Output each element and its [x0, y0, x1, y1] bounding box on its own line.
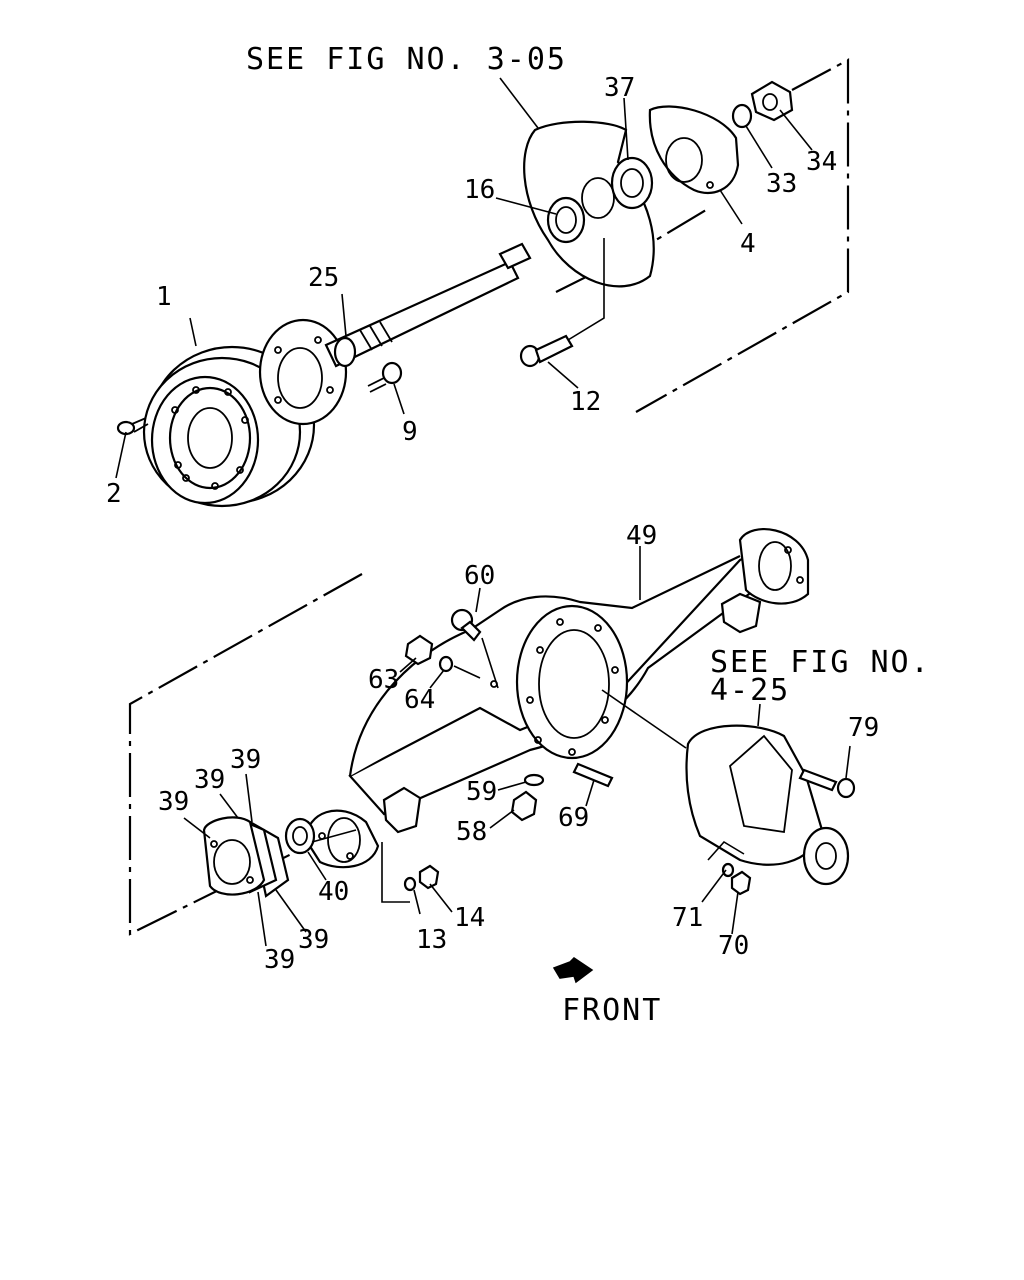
housing-stud — [572, 762, 614, 788]
lower-assembly-group — [128, 528, 856, 984]
housing-flange-right — [738, 528, 810, 605]
callout-13: 13 — [416, 925, 447, 955]
housing-flange-left — [304, 809, 380, 869]
differential-carrier — [685, 724, 850, 886]
washer — [438, 655, 454, 673]
housing-bolt — [404, 634, 434, 666]
front-label: FRONT — [562, 993, 662, 1028]
carrier-bolt — [798, 768, 856, 799]
spring-seat-left — [382, 786, 422, 834]
callout-14: 14 — [454, 903, 485, 933]
bearing-retainer — [648, 105, 740, 195]
callout-63: 63 — [368, 665, 399, 695]
callout-40: 40 — [318, 877, 349, 907]
oil-seal — [546, 196, 586, 244]
callout-34: 34 — [806, 147, 837, 177]
see-fig-3-05-label: SEE FIG NO. 3-05 — [246, 42, 567, 77]
callout-12: 12 — [570, 387, 601, 417]
callout-2: 2 — [106, 479, 122, 509]
carrier-washer — [721, 862, 735, 878]
axle-flange — [258, 318, 348, 426]
callout-71: 71 — [672, 903, 703, 933]
carrier-nut — [730, 870, 752, 896]
backing-plate-bolt — [519, 334, 574, 368]
axle-housing — [348, 538, 792, 816]
lower-leader-lines — [183, 546, 851, 947]
callout-39-c: 39 — [230, 745, 261, 775]
callout-1: 1 — [156, 282, 172, 312]
upper-leader-lines — [115, 77, 813, 479]
breather-plug — [450, 608, 482, 642]
callout-69: 69 — [558, 803, 589, 833]
spring-washer — [403, 876, 417, 892]
callout-39-b: 39 — [194, 765, 225, 795]
wheel-bearing — [610, 156, 654, 210]
see-fig-4-25-label: SEE FIG NO. — [710, 645, 931, 680]
drain-washer — [523, 773, 545, 787]
callout-16: 16 — [464, 175, 495, 205]
nut — [418, 864, 440, 890]
callout-39-a: 39 — [158, 787, 189, 817]
callout-59: 59 — [466, 777, 497, 807]
backing-plate — [523, 120, 655, 288]
lock-nut — [750, 80, 794, 122]
callout-25: 25 — [308, 263, 339, 293]
callout-79: 79 — [848, 713, 879, 743]
callout-60: 60 — [464, 561, 495, 591]
callout-9: 9 — [402, 417, 418, 447]
arrow-icon — [552, 957, 594, 984]
callout-70: 70 — [718, 931, 749, 961]
see-fig-4-25-number: 4-25 — [710, 673, 790, 708]
snap-ring — [731, 103, 753, 129]
drain-plug — [510, 790, 538, 822]
callout-49: 49 — [626, 521, 657, 551]
spring-seat-right — [720, 592, 762, 634]
housing-oil-seal — [284, 817, 316, 855]
shim-stack — [202, 816, 290, 898]
axle-shaft — [324, 242, 532, 368]
callout-64: 64 — [404, 685, 435, 715]
upper-assembly-group — [115, 58, 850, 508]
callout-37: 37 — [604, 73, 635, 103]
callout-39-d: 39 — [298, 925, 329, 955]
callout-58: 58 — [456, 817, 487, 847]
callout-4: 4 — [740, 229, 756, 259]
callout-33: 33 — [766, 169, 797, 199]
callout-39-e: 39 — [264, 945, 295, 975]
hub-bolt — [367, 361, 403, 393]
